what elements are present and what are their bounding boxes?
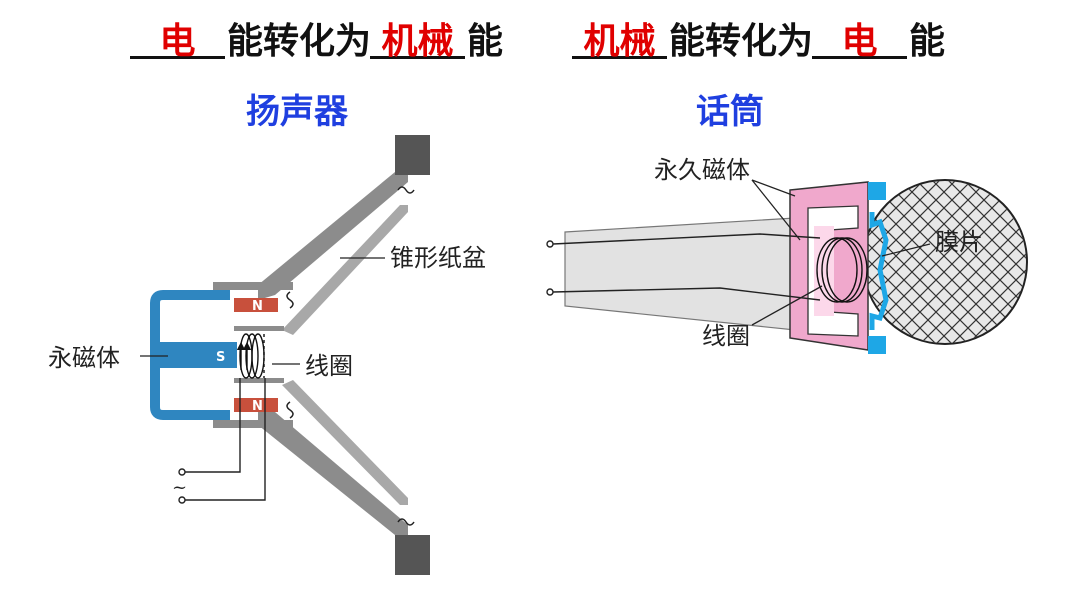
microphone-clip-top [868,182,886,200]
speaker-magnet-core [155,342,237,368]
speaker-title: 扬声器 [246,92,348,132]
speaker-north-pole-top [234,298,278,312]
left-text-2: 能 [467,21,504,62]
right-sentence: 机械 能转化为 电 能 [572,12,972,64]
speaker-diagram: S N N ~ 锥形纸盆 永磁体 线圈 [48,135,486,575]
microphone-magnet-leader-1 [751,179,801,241]
left-text-1: 能转化为 [227,21,372,62]
left-blank-1: 电 [130,12,225,62]
speaker-pole-plate-top [213,282,293,290]
speaker-spider-bottom [286,401,294,419]
microphone-title: 话筒 [696,92,764,132]
right-blank-1: 机械 [572,12,667,62]
speaker-north-label-bottom: N [252,399,263,414]
right-text-1: 能转化为 [669,21,814,62]
microphone-diaphragm-leader [881,243,931,257]
speaker-surround-bottom [397,518,415,526]
microphone-magnet-leader-2 [751,179,796,197]
speaker-north-pole-bottom [234,398,278,412]
speaker-south-label: S [216,350,225,365]
microphone-mesh-pattern [864,181,1026,343]
speaker-cone-upper [258,172,408,300]
speaker-pole-plate-bottom [213,420,293,428]
speaker-spider-top [286,291,294,309]
speaker-ac-symbol: ~ [172,477,187,498]
speaker-cone-lower-inner [282,380,408,505]
speaker-cone-lower [258,410,408,535]
speaker-coil-label: 线圈 [305,352,353,380]
speaker-coil [236,333,265,379]
microphone-diagram: 永久磁体 膜片 线圈 [546,156,1028,354]
speaker-magnet-label: 永磁体 [48,344,120,372]
microphone-coil [816,237,868,303]
speaker-frame-bottom [395,535,430,575]
microphone-wires [546,233,821,301]
speaker-frame-top [395,135,430,175]
microphone-diaphragm-label: 膜片 [935,228,983,256]
microphone-magnet-label: 永久磁体 [654,156,750,184]
microphone-handle [564,217,796,331]
microphone-coil-leader [751,285,823,326]
right-blank-2: 电 [812,12,907,62]
left-blank-2: 机械 [370,12,465,62]
microphone-clip-bottom [868,336,886,354]
left-sentence: 电 能转化为 机械 能 [130,12,530,64]
speaker-cone-upper-inner [282,205,408,335]
speaker-wires [178,378,266,504]
right-text-2: 能 [909,21,946,62]
speaker-surround-top [397,186,415,194]
speaker-spacer-top [234,326,284,331]
speaker-north-label-top: N [252,299,263,314]
speaker-cone-label: 锥形纸盆 [390,244,486,272]
microphone-diaphragm [869,212,889,330]
speaker-spacer-bottom [234,378,284,383]
microphone-coil-label: 线圈 [702,322,750,350]
